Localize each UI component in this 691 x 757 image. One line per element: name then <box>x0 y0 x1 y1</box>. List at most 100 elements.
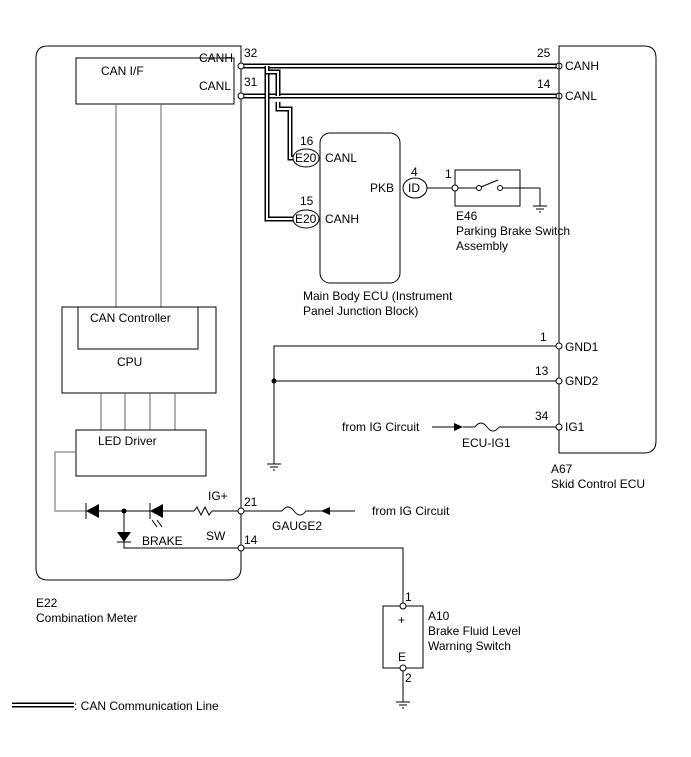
ecu-canl-num: 16 <box>300 134 314 148</box>
meter-ig-pin <box>237 507 245 515</box>
led-driver-box <box>75 429 207 477</box>
parking-brake-switch-pin <box>451 184 459 192</box>
meter-sw-label: SW <box>206 529 226 543</box>
brake-led-icon <box>150 504 163 518</box>
meter-sw-num: 14 <box>244 533 258 547</box>
gauge2-fuse-icon <box>281 506 307 516</box>
ecu-canl-label: CANL <box>325 151 357 165</box>
meter-ig-label: IG+ <box>208 489 228 503</box>
meter-canl-label: CANL <box>199 79 231 93</box>
skid-canl-num: 14 <box>537 77 551 91</box>
ecu-pkb-label: PKB <box>370 181 394 195</box>
brake-led-arrow-1 <box>151 519 158 528</box>
can-controller-label: CAN Controller <box>90 311 171 325</box>
ecu-canh-num: 15 <box>300 194 314 208</box>
diode-2 <box>117 532 131 542</box>
e20-canh-text: E20 <box>295 212 317 226</box>
id-junction-text: ID <box>408 181 420 195</box>
parking-brake-name-1: Parking Brake Switch <box>456 224 570 238</box>
from-ig-circuit-2: from IG Circuit <box>372 504 450 518</box>
brake-fluid-pin-bottom-num: 2 <box>405 671 412 685</box>
ecu-name-2: Panel Junction Block) <box>303 304 418 318</box>
can-bus <box>237 62 563 222</box>
switch-contact-2 <box>497 185 503 191</box>
meter-canl-num: 31 <box>244 75 258 89</box>
meter-canh-label: CANH <box>199 51 233 65</box>
skid-ig1-pin <box>555 423 563 431</box>
canh-branch-inner <box>266 72 293 220</box>
brake-fluid-name-1: Brake Fluid Level <box>428 624 521 638</box>
main-body-ecu-box <box>319 132 401 284</box>
skid-gnd1-num: 1 <box>540 330 547 344</box>
can-if-label: CAN I/F <box>101 64 144 78</box>
ecu-ig1-fuse-label: ECU-IG1 <box>462 436 511 450</box>
skid-code: A67 <box>551 462 573 476</box>
brake-fluid-pin-top-num: 1 <box>405 590 412 604</box>
gnd-junction <box>271 378 277 384</box>
skid-canl-label: CANL <box>565 89 597 103</box>
skid-gnd2-label: GND2 <box>565 374 599 388</box>
skid-ig1-label: IG1 <box>565 420 585 434</box>
parking-brake-code: E46 <box>456 209 478 223</box>
e20-canl-connector <box>292 148 320 168</box>
brake-label: BRAKE <box>142 534 183 548</box>
combination-meter: CAN I/F CAN Controller CPU LED Driver <box>35 45 258 625</box>
brake-fluid-e: E <box>398 650 406 664</box>
gauge2-fuse-label: GAUGE2 <box>272 519 322 533</box>
resistor-icon <box>193 505 213 517</box>
brake-led-arrow-2 <box>156 519 163 528</box>
ecu-pkb-num: 4 <box>411 165 418 179</box>
skid-gnd1-pin <box>555 342 563 350</box>
meter-name: Combination Meter <box>36 611 137 625</box>
main-body-ecu: E20 16 CANL E20 15 CANH PKB ID 4 Main Bo… <box>292 132 455 318</box>
brake-fluid-name-2: Warning Switch <box>428 639 511 653</box>
ig1-feed-arrow <box>454 423 463 431</box>
gnd1-wire <box>273 345 559 464</box>
diode-to-sw-wire <box>123 542 241 549</box>
ecu-name-1: Main Body ECU (Instrument <box>303 289 453 303</box>
switch-contact-1 <box>476 185 482 191</box>
skid-name: Skid Control ECU <box>551 477 645 491</box>
switch-blade <box>480 179 499 188</box>
from-ig-circuit-1: from IG Circuit <box>342 420 420 434</box>
parking-brake-name-2: Assembly <box>456 239 508 253</box>
gauge2-arrow <box>321 507 330 515</box>
can-if-box <box>75 57 235 105</box>
sw-to-brake-fluid-wire <box>241 547 404 604</box>
skid-gnd2-num: 13 <box>535 364 549 378</box>
skid-canh-label: CANH <box>565 59 599 73</box>
parking-brake-pin-num: 1 <box>445 167 452 181</box>
diode-1 <box>86 504 99 518</box>
meter-ig-num: 21 <box>244 495 258 509</box>
canl-branch-inner <box>277 102 293 159</box>
brake-fluid-code: A10 <box>428 609 450 623</box>
brake-fluid-switch: 1 2 + E A10 Brake Fluid Level Warning Sw… <box>237 544 521 709</box>
led-driver-label: LED Driver <box>98 434 157 448</box>
meter-code: E22 <box>36 596 58 610</box>
skid-gnd2-pin <box>555 377 563 385</box>
brake-fluid-pin-1 <box>399 602 407 610</box>
skid-ig1-num: 34 <box>535 409 549 423</box>
parking-brake-switch: 1 E46 Parking Brake Switch Assembly <box>445 167 570 253</box>
brake-fluid-plus: + <box>398 613 405 627</box>
legend: : CAN Communication Line <box>12 699 219 713</box>
legend-label: : CAN Communication Line <box>74 699 219 713</box>
can-controller-box <box>77 306 199 350</box>
skid-control-ecu: 25 CANH 14 CANL 1 GND1 13 GND2 34 IG1 A6… <box>267 45 657 491</box>
meter-sw-pin <box>237 544 245 552</box>
gauge2-feed: GAUGE2 from IG Circuit <box>237 504 450 533</box>
e20-canl-text: E20 <box>295 151 317 165</box>
meter-canh-num: 32 <box>244 46 258 60</box>
canh-branch-top-inner <box>266 66 279 96</box>
led-driver-output-wire <box>54 451 86 512</box>
ecu-canh-label: CANH <box>325 212 359 226</box>
e20-canh-connector <box>292 209 320 229</box>
meter-canh-pin <box>237 62 245 70</box>
skid-control-ecu-outline <box>558 45 657 454</box>
ecu-ig1-fuse-icon <box>474 422 500 432</box>
skid-canh-num: 25 <box>537 46 551 60</box>
cpu-label: CPU <box>117 355 142 369</box>
skid-gnd1-label: GND1 <box>565 340 599 354</box>
meter-canl-pin <box>237 92 245 100</box>
